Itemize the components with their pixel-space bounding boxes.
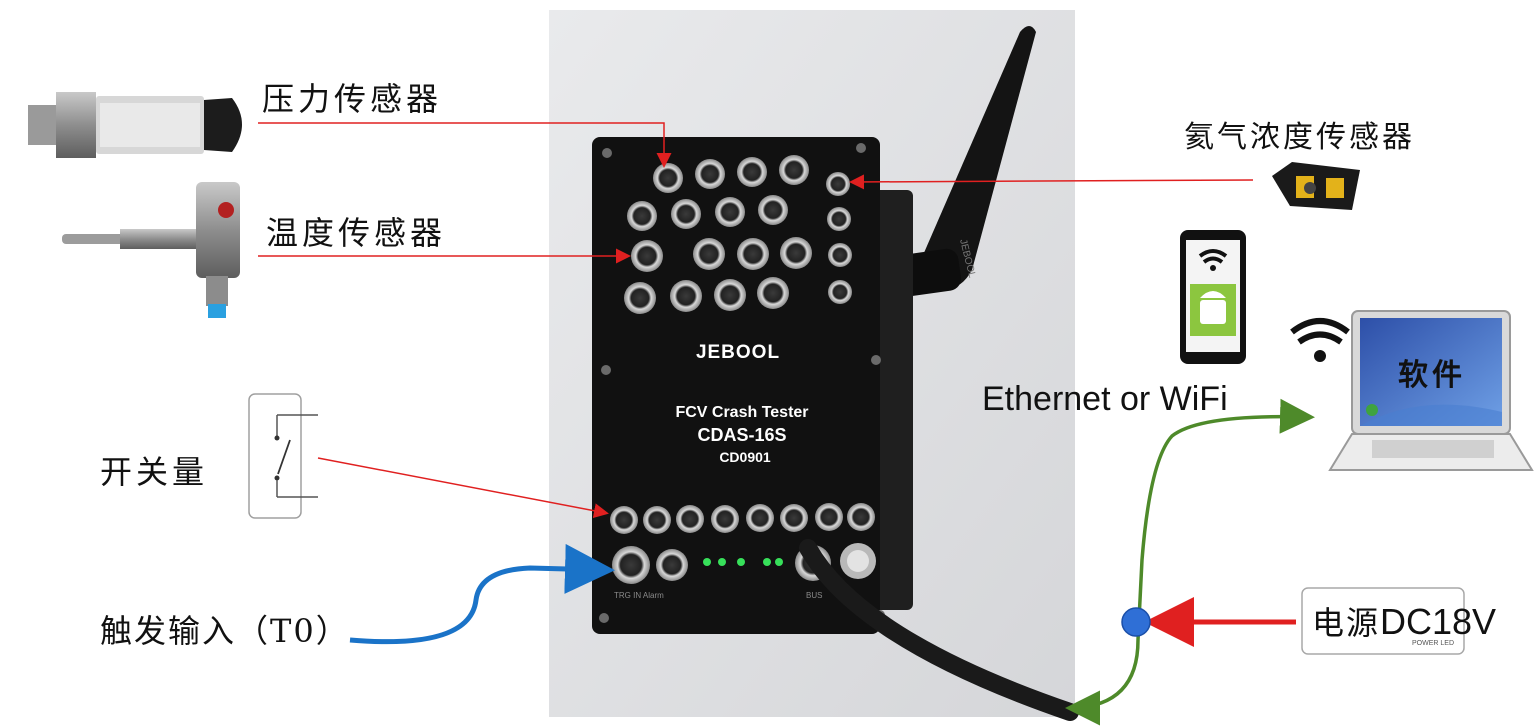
switch-symbol [248,393,318,519]
pressure-sensor-icon [28,92,242,158]
trig-alarm-label: TRG IN Alarm [614,591,664,600]
network-cable [1071,398,1315,710]
software-label: 软件 [1398,358,1466,393]
power-label-value: DC18V [1380,601,1497,642]
hydrogen-sensor-label: 氦气浓度传感器 [1184,120,1415,155]
phone-icon [1180,230,1246,364]
device-brand: JEBOOL [696,342,780,363]
junction-node [1121,607,1151,637]
power-led-label: POWER LED [1412,640,1454,647]
device-serial: CD0901 [719,449,771,465]
sensor-connector-grid [624,155,852,314]
hydrogen-arrow [849,174,1254,190]
bus-label: BUS [806,591,822,600]
laptop-icon [1328,310,1534,471]
hydrogen-sensor-icon [1272,162,1360,210]
pressure-sensor-label: 压力传感器 [262,80,443,118]
temperature-sensor-icon [62,182,240,318]
trigger-input-label: 触发输入（T0） [100,612,350,650]
trigger-cable [349,543,615,645]
pressure-arrow [258,122,672,168]
digital-input-connectors [610,503,875,534]
network-label: Ethernet or WiFi [982,380,1228,418]
power-supply-box [1301,587,1465,655]
power-label-prefix: 电源 [1312,604,1381,642]
device-title-line1: FCV Crash Tester [675,404,808,421]
temperature-sensor-label: 温度传感器 [266,214,447,252]
switch-arrow [317,457,609,519]
device-title-line2: CDAS-16S [697,425,786,445]
bus-cable [799,539,1079,721]
power-label: 电源DC18V [1312,598,1496,644]
switch-label: 开关量 [100,453,209,491]
wifi-icon [1290,318,1350,362]
